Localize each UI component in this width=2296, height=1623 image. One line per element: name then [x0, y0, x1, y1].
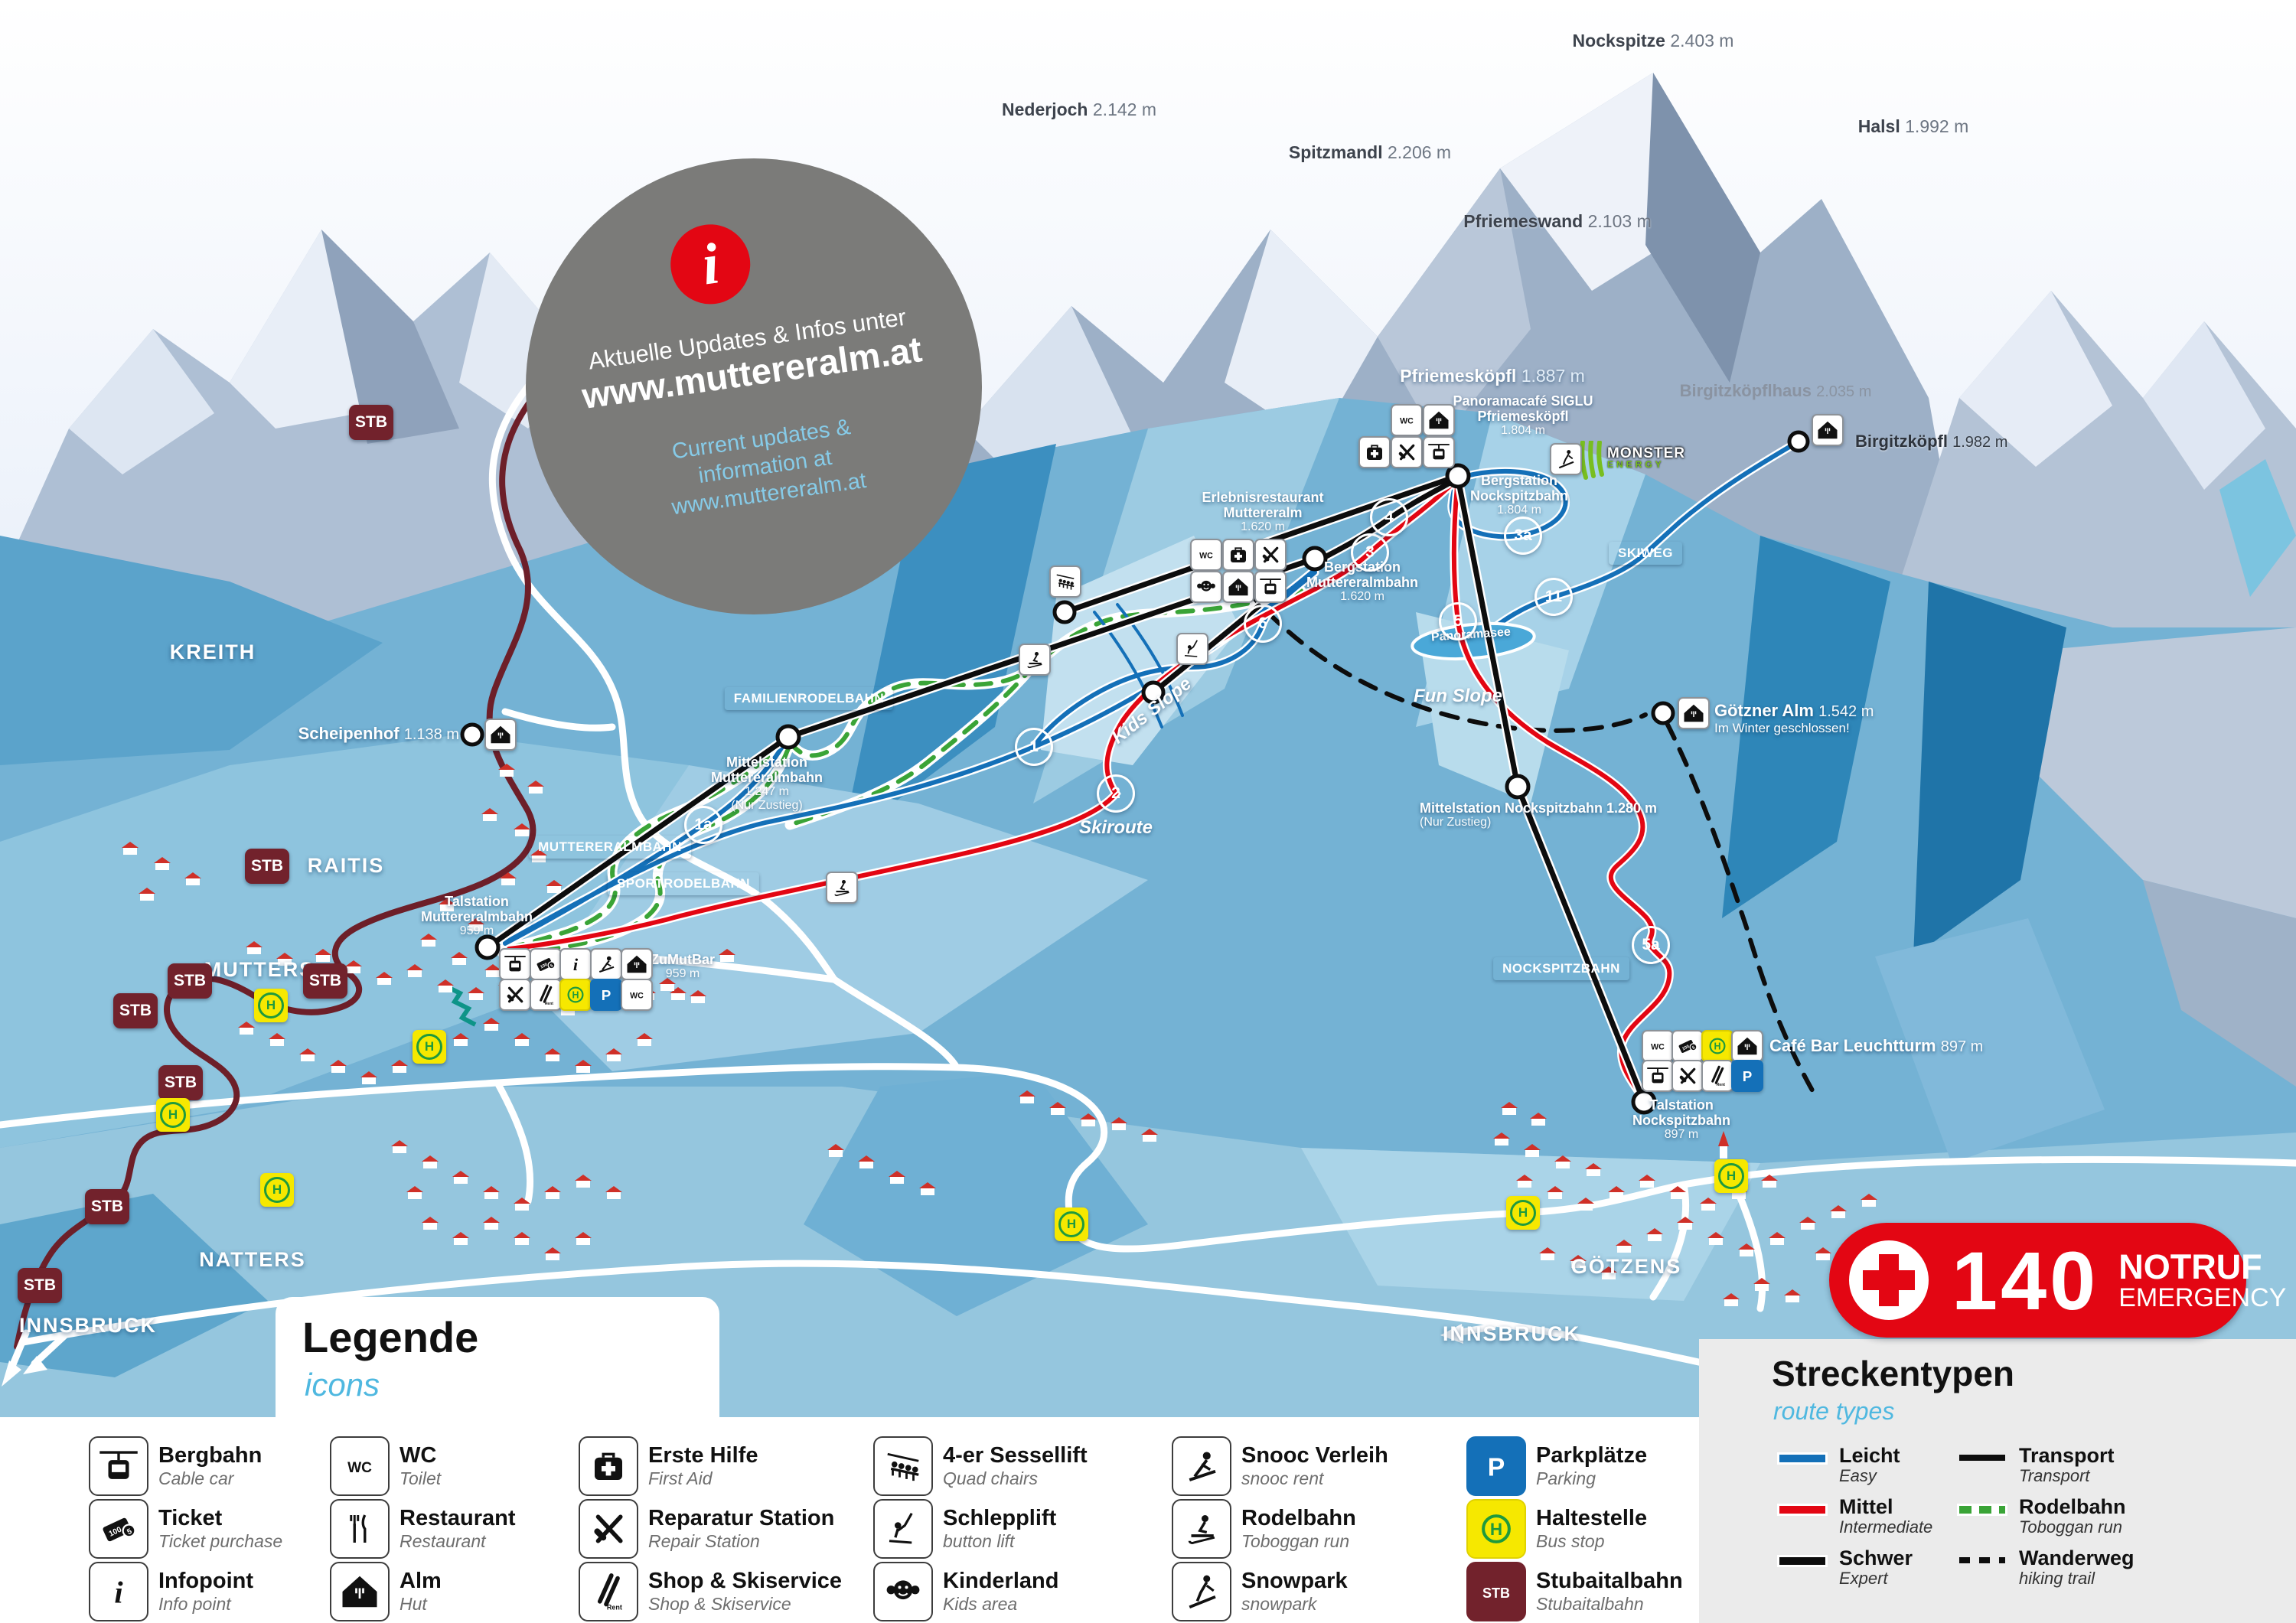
- route-types-title: Streckentypen: [1772, 1354, 2015, 1393]
- monster-energy-text: ENERGY: [1607, 459, 1665, 471]
- info-icon: i: [665, 219, 755, 310]
- legend-title-box: [276, 1297, 719, 1431]
- info-bubble: i Aktuelle Updates & Infos unter www.mut…: [526, 158, 982, 614]
- emergency-number: 140: [1952, 1234, 2099, 1327]
- emergency-label-en: EMERGENCY: [2118, 1282, 2287, 1312]
- emergency-label-de: NOTRUF: [2118, 1247, 2262, 1286]
- red-cross-icon: [1849, 1240, 1929, 1320]
- toboggan-runs: [494, 585, 1306, 959]
- creek: [446, 985, 477, 1027]
- monster-wordmark: MONSTER: [1607, 445, 1685, 461]
- emergency-badge: 140 NOTRUF EMERGENCY: [1829, 1223, 2286, 1338]
- legend-band: [0, 1417, 1699, 1623]
- monster-claw-icon: [1580, 441, 1604, 480]
- route-types-subtitle: route types: [1773, 1397, 1895, 1425]
- hiking-trails: [1245, 588, 1818, 1098]
- station-nodes: [460, 430, 1810, 1115]
- monster-energy-logo: MONSTER ENERGY: [1578, 441, 1685, 481]
- route-types-panel: [1699, 1339, 2296, 1623]
- stubaitalbahn-railway: [2, 179, 730, 1387]
- legend-subtitle: icons: [305, 1367, 380, 1403]
- legend-title: Legende: [302, 1313, 479, 1361]
